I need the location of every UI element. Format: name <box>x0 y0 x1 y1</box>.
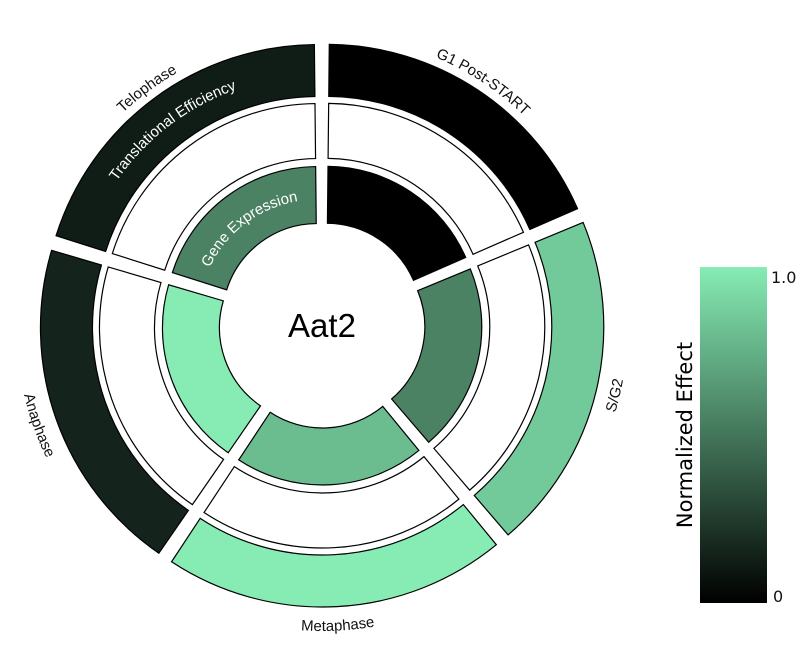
phase-cell <box>55 43 316 253</box>
translational-efficiency-cell <box>433 244 546 491</box>
translational-efficiency-cell <box>98 266 225 506</box>
colorbar-title: Normalized Effect <box>673 341 697 529</box>
gene-expression-cell <box>161 284 262 454</box>
gene-expression-cell <box>326 165 467 282</box>
colorbar-max-label: 1.0 <box>771 268 797 287</box>
center-gene-label: Aat2 <box>288 307 356 344</box>
translational-efficiency-cell <box>203 455 460 549</box>
phase-cell <box>170 503 498 608</box>
phase-cell <box>328 43 579 231</box>
phase-label: Metaphase <box>301 614 376 635</box>
phase-label: S/G2 <box>603 377 627 414</box>
segment-g1-post-start: G1 Post-START <box>326 43 579 282</box>
colorbar <box>700 267 767 603</box>
phase-cell <box>39 249 190 555</box>
segment-s-g2: S/G2 <box>390 221 627 536</box>
translational-efficiency-cell <box>111 102 317 271</box>
gene-expression-cell <box>390 268 483 444</box>
translational-efficiency-cell <box>327 102 525 256</box>
gene-expression-cell <box>237 405 420 486</box>
segment-anaphase: Anaphase <box>20 249 262 555</box>
segment-metaphase: Metaphase <box>170 405 498 635</box>
gene-expression-cell <box>171 165 317 291</box>
colorbar-min-label: 0 <box>773 587 784 606</box>
phase-cell <box>473 221 605 536</box>
